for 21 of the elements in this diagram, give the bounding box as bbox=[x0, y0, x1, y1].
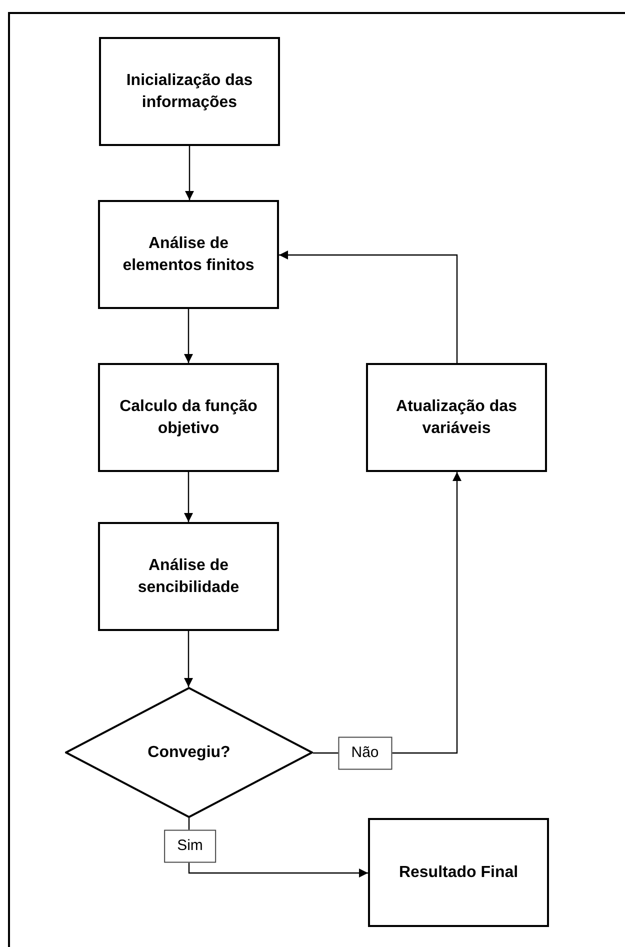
edge-label: Não bbox=[338, 736, 392, 770]
process-box bbox=[368, 818, 549, 927]
arrow bbox=[184, 309, 193, 363]
arrow bbox=[184, 472, 193, 522]
node-label: Calculo da função objetivo bbox=[118, 396, 258, 438]
arrow bbox=[184, 631, 193, 687]
process-box bbox=[98, 200, 279, 309]
node-label: Análise de sencibilidade bbox=[136, 556, 240, 598]
node-label: Resultado Final bbox=[398, 862, 518, 883]
arrow bbox=[279, 250, 458, 363]
process-box bbox=[98, 522, 279, 631]
node-label: Análise de elementos finitos bbox=[122, 234, 256, 276]
arrow bbox=[185, 146, 194, 200]
node-label: Inicialização das informações bbox=[125, 70, 254, 112]
decision-diamond bbox=[65, 687, 313, 818]
node-label: Atualização das variáveis bbox=[395, 396, 518, 438]
node-label: Convegiu? bbox=[148, 742, 230, 763]
edge-label: Sim bbox=[164, 830, 216, 862]
process-box bbox=[99, 37, 280, 146]
process-box bbox=[366, 363, 547, 472]
process-box bbox=[98, 363, 279, 472]
